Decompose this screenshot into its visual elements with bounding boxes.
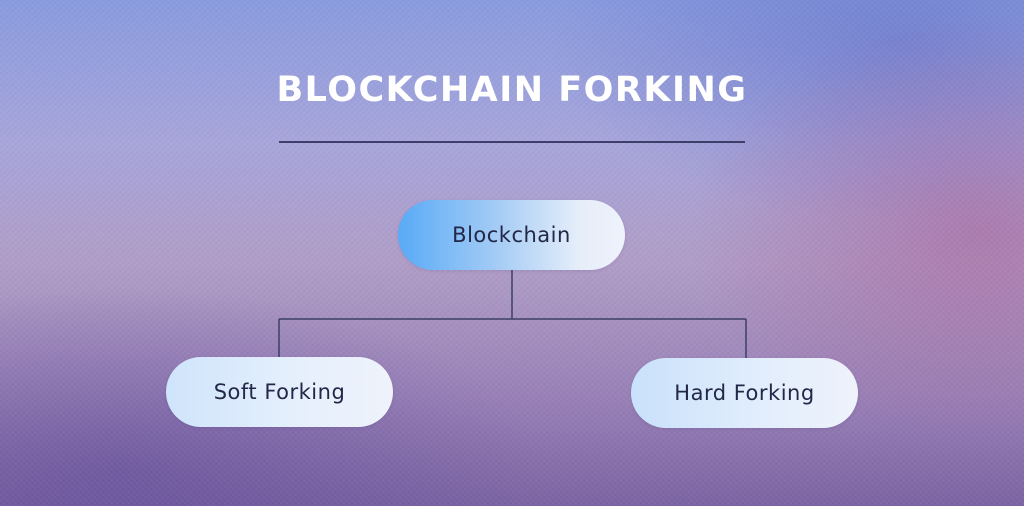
node-blockchain-label: Blockchain xyxy=(452,223,571,247)
page-title: BLOCKCHAIN FORKING xyxy=(276,70,748,110)
node-hard-forking-label: Hard Forking xyxy=(674,381,815,405)
node-soft-forking-label: Soft Forking xyxy=(213,380,346,404)
title-divider xyxy=(279,141,745,143)
node-hard-forking: Hard Forking xyxy=(631,358,858,428)
node-blockchain: Blockchain xyxy=(398,200,625,270)
node-soft-forking: Soft Forking xyxy=(166,357,393,427)
